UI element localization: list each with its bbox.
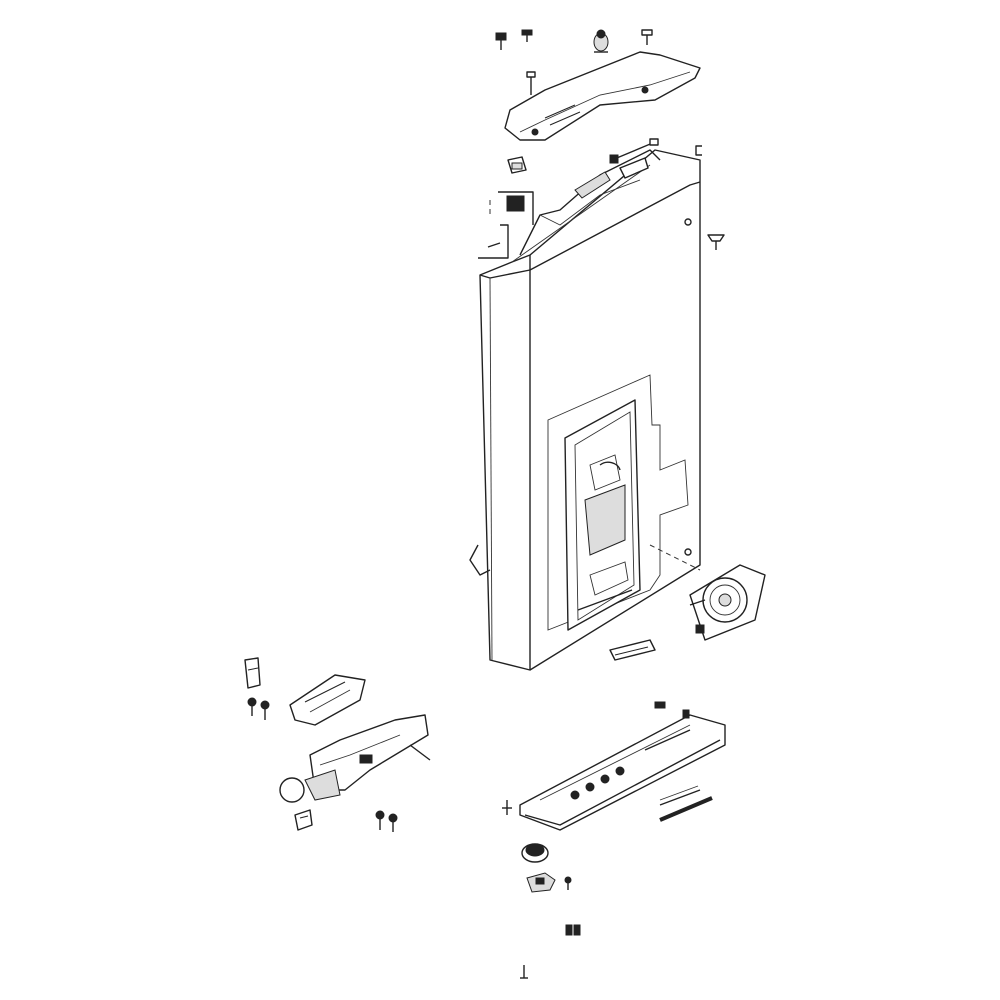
screw-icon <box>520 965 528 979</box>
screw-icon <box>388 813 398 832</box>
screw-icon <box>707 234 725 250</box>
wire-connector <box>609 138 659 164</box>
top-screws <box>495 29 653 95</box>
screw-icon <box>247 697 257 716</box>
screw-icon <box>521 29 533 42</box>
gear-part <box>521 843 549 863</box>
switch-part <box>294 809 313 831</box>
actuator-part <box>289 674 366 726</box>
screw-icon <box>502 800 512 815</box>
sensor-icon <box>593 29 609 53</box>
clip-icon <box>695 145 702 156</box>
screw-icon <box>564 876 572 890</box>
screw-icon <box>495 32 507 50</box>
clip-part <box>507 156 527 174</box>
bracket-part <box>244 657 261 689</box>
screw-icon <box>375 810 385 830</box>
seal-strip <box>659 796 713 822</box>
strip-part <box>659 785 701 806</box>
door-panel <box>469 149 701 671</box>
screw-icon <box>526 71 536 95</box>
control-panel <box>519 701 726 831</box>
callout-part <box>478 191 534 259</box>
screw-icon <box>260 700 270 720</box>
drip-tray <box>609 639 656 661</box>
screw-icon <box>641 29 653 45</box>
fan-assembly <box>689 564 766 641</box>
dispenser-mechanism <box>279 714 431 803</box>
top-cover-plate <box>504 51 701 141</box>
screw-icon <box>565 924 581 936</box>
clip-part <box>526 872 556 893</box>
